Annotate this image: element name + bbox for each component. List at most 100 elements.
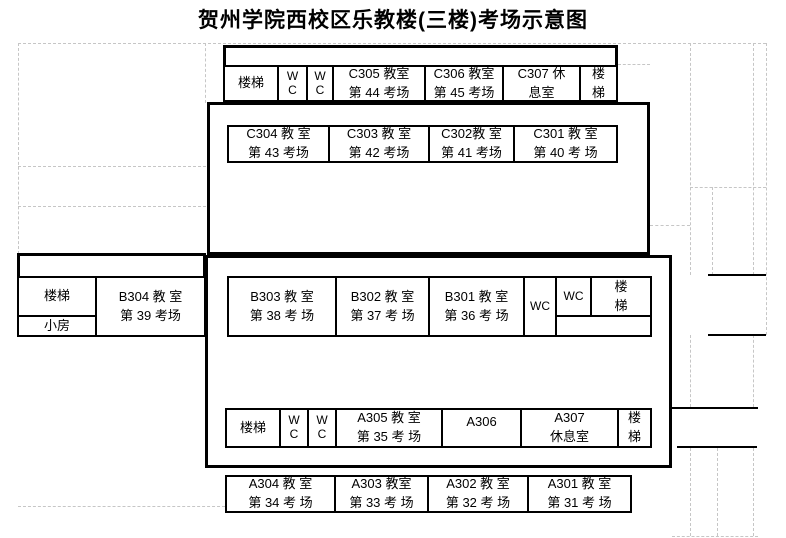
wc-middle-1: WC	[523, 276, 557, 337]
building-outline-upper-block	[207, 102, 650, 255]
room-label: C	[317, 427, 327, 441]
room-label: C306 教室	[433, 65, 495, 81]
grid-line	[690, 187, 766, 188]
room-label: 休息室	[549, 429, 589, 444]
room-label: 第 45 考场	[433, 84, 495, 100]
room-label: C304 教 室	[246, 126, 311, 142]
grid-line	[690, 448, 691, 536]
room-label: A303 教室	[351, 476, 412, 492]
grid-line	[672, 536, 758, 537]
building-outline-lower-block	[205, 255, 672, 468]
grid-line	[618, 64, 650, 65]
grid-line	[690, 335, 691, 407]
room-label: W	[316, 413, 328, 428]
grid-line	[205, 43, 206, 103]
room-a305: A305 教 室第 35 考 场	[335, 408, 443, 448]
grid-line	[18, 506, 225, 507]
room-label: A307	[554, 410, 585, 426]
room-label: 楼	[627, 410, 641, 426]
room-label: B303 教 室	[250, 288, 314, 304]
room-a303: A303 教室第 33 考 场	[334, 475, 429, 513]
room-c303: C303 教 室第 42 考场	[328, 125, 430, 163]
room-label: A306	[466, 414, 497, 429]
room-label: 第 31 考 场	[547, 495, 612, 510]
room-b303: B303 教 室第 38 考 场	[227, 276, 337, 337]
room-c301: C301 教 室第 40 考 场	[513, 125, 618, 163]
room-label: 楼梯	[239, 419, 266, 435]
east-corridor-wall	[708, 274, 766, 276]
stairs-southwest: 楼梯	[225, 408, 281, 448]
room-label: 第 44 考场	[348, 84, 410, 100]
grid-line	[753, 43, 754, 275]
room-b301: B301 教 室第 36 考 场	[428, 276, 525, 337]
room-label: A302 教 室	[446, 476, 510, 492]
room-label: WC	[530, 298, 550, 313]
room-label: 第 37 考 场	[350, 307, 415, 323]
room-label: 第 40 考 场	[533, 145, 598, 160]
room-a304: A304 教 室第 34 考 场	[225, 475, 336, 513]
room-label: W	[288, 413, 300, 428]
room-label: 梯	[627, 429, 641, 444]
room-label: 楼	[614, 278, 628, 294]
room-label: C	[315, 82, 325, 97]
stairs-west: 楼梯	[17, 276, 97, 317]
room-label: C	[289, 427, 299, 441]
grid-line	[18, 206, 206, 207]
room-label: 第 36 考 场	[444, 307, 509, 323]
room-label: 楼	[591, 65, 605, 81]
room-label: 第 34 考 场	[248, 495, 313, 510]
room-label: 第 38 考 场	[249, 307, 315, 323]
room-label: 第 33 考 场	[349, 495, 414, 510]
room-b302: B302 教 室第 37 考 场	[335, 276, 430, 337]
room-c306: C306 教室第 45 考场	[424, 65, 504, 102]
room-label: C307 休	[517, 65, 566, 81]
room-label: B304 教 室	[118, 288, 183, 304]
grid-line	[753, 448, 754, 536]
grid-line	[18, 43, 19, 254]
room-label: W	[286, 68, 299, 83]
room-label: 第 42 考场	[348, 145, 410, 160]
east-corridor-wall	[677, 446, 757, 448]
room-label: 梯	[614, 297, 628, 313]
room-label: B302 教 室	[350, 288, 415, 304]
room-label: C301 教 室	[533, 126, 598, 142]
room-label: 第 35 考 场	[356, 429, 422, 444]
room-label: C302教 室	[441, 126, 502, 142]
room-label: C305 教室	[348, 65, 410, 81]
room-label: A305 教 室	[357, 410, 421, 426]
grid-line	[753, 335, 754, 407]
room-c304: C304 教 室第 43 考场	[227, 125, 330, 163]
room-label: 小房	[43, 317, 70, 333]
room-label: 第 32 考 场	[445, 495, 511, 510]
room-label: 第 39 考场	[120, 307, 181, 323]
room-label: 息室	[528, 84, 555, 100]
room-label: A301 教 室	[547, 476, 612, 492]
stairs-northwest: 楼梯	[223, 65, 279, 102]
room-xiaofang: 小房	[17, 315, 97, 337]
room-label: C303 教 室	[346, 126, 412, 142]
room-label: 楼梯	[237, 75, 264, 91]
wc-middle-2: WC	[555, 276, 592, 317]
room-label: 梯	[591, 84, 605, 100]
east-corridor-wall	[708, 334, 766, 336]
grid-line	[18, 43, 766, 44]
room-label: WC	[563, 288, 584, 303]
grid-line	[717, 448, 718, 536]
stairs-southeast: 楼梯	[617, 408, 652, 448]
room-label: 楼梯	[43, 288, 70, 304]
room-a306: A306	[441, 408, 522, 448]
room-label: 第 41 考场	[441, 145, 502, 160]
stairs-east: 楼梯	[590, 276, 652, 317]
room-label: C	[288, 82, 297, 97]
grid-line	[650, 225, 690, 226]
page-title: 贺州学院西校区乐教楼(三楼)考场示意图	[198, 9, 588, 32]
room-label: A304 教 室	[248, 476, 313, 492]
room-c307-lounge: C307 休息室	[502, 65, 581, 102]
room-label: W	[314, 68, 326, 83]
room-c305: C305 教室第 44 考场	[332, 65, 426, 102]
corridor-cell	[555, 315, 652, 337]
